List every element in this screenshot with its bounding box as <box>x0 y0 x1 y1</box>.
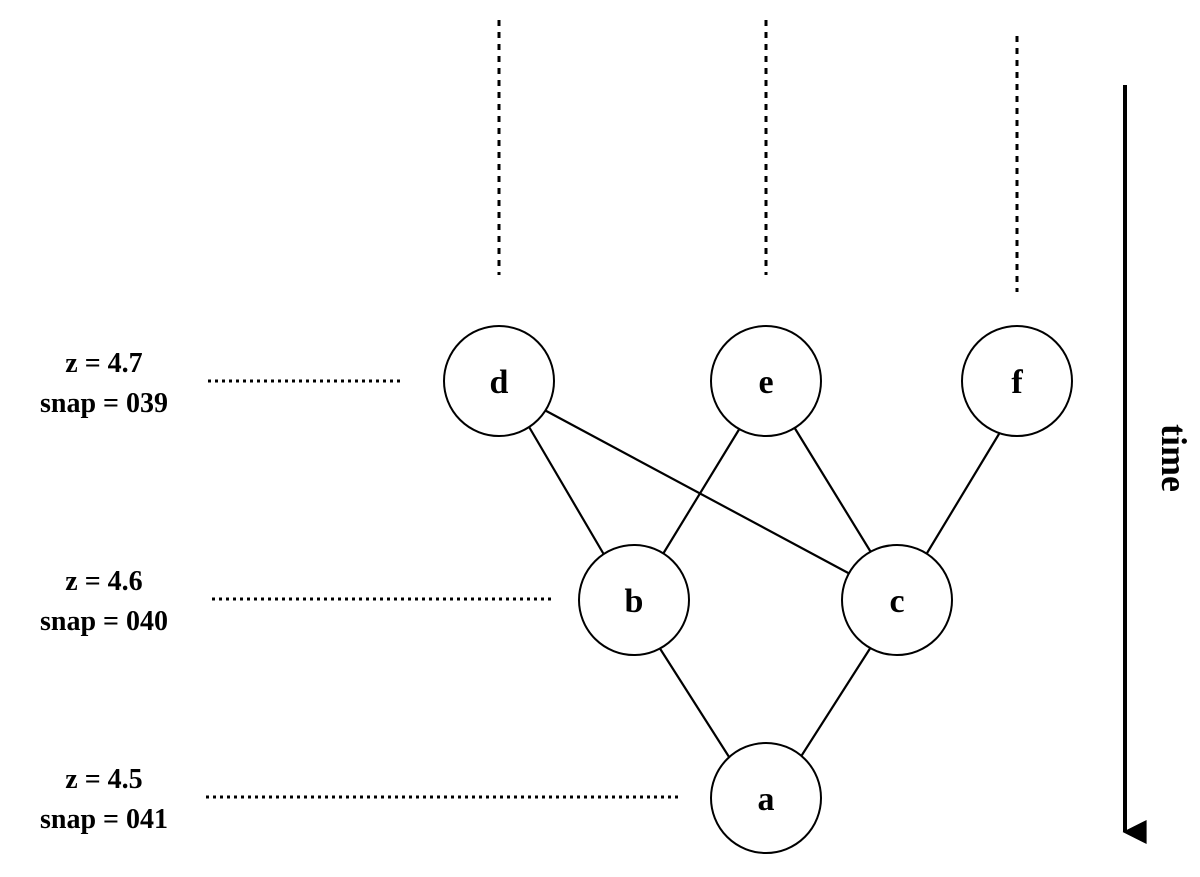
z-label: z = 4.6 <box>65 566 142 597</box>
node-e: e <box>710 325 822 437</box>
node-c: c <box>841 544 953 656</box>
node-label: d <box>490 364 509 401</box>
node-d: d <box>443 325 555 437</box>
edge-d-b <box>524 419 614 571</box>
z-label: z = 4.7 <box>65 348 142 379</box>
edge-e-c <box>790 421 881 568</box>
node-label: c <box>889 583 904 620</box>
level-label-041: z = 4.5 snap = 041 <box>40 764 168 835</box>
edge-d-c <box>536 405 866 583</box>
level-label-039: z = 4.7 snap = 039 <box>40 348 168 419</box>
node-label: e <box>758 364 773 401</box>
node-label: f <box>1011 364 1023 401</box>
snap-label: snap = 039 <box>40 388 168 419</box>
node-f: f <box>961 325 1073 437</box>
node-a: a <box>710 742 822 854</box>
snap-label: snap = 041 <box>40 804 168 835</box>
edge-e-b <box>651 422 744 573</box>
node-label: a <box>758 781 775 818</box>
node-label: b <box>625 583 644 620</box>
node-b: b <box>578 544 690 656</box>
edge-f-c <box>917 423 1006 569</box>
z-label: z = 4.5 <box>65 764 142 795</box>
snap-label: snap = 040 <box>40 606 168 637</box>
time-label: time <box>1154 424 1194 492</box>
level-label-040: z = 4.6 snap = 040 <box>40 566 168 637</box>
